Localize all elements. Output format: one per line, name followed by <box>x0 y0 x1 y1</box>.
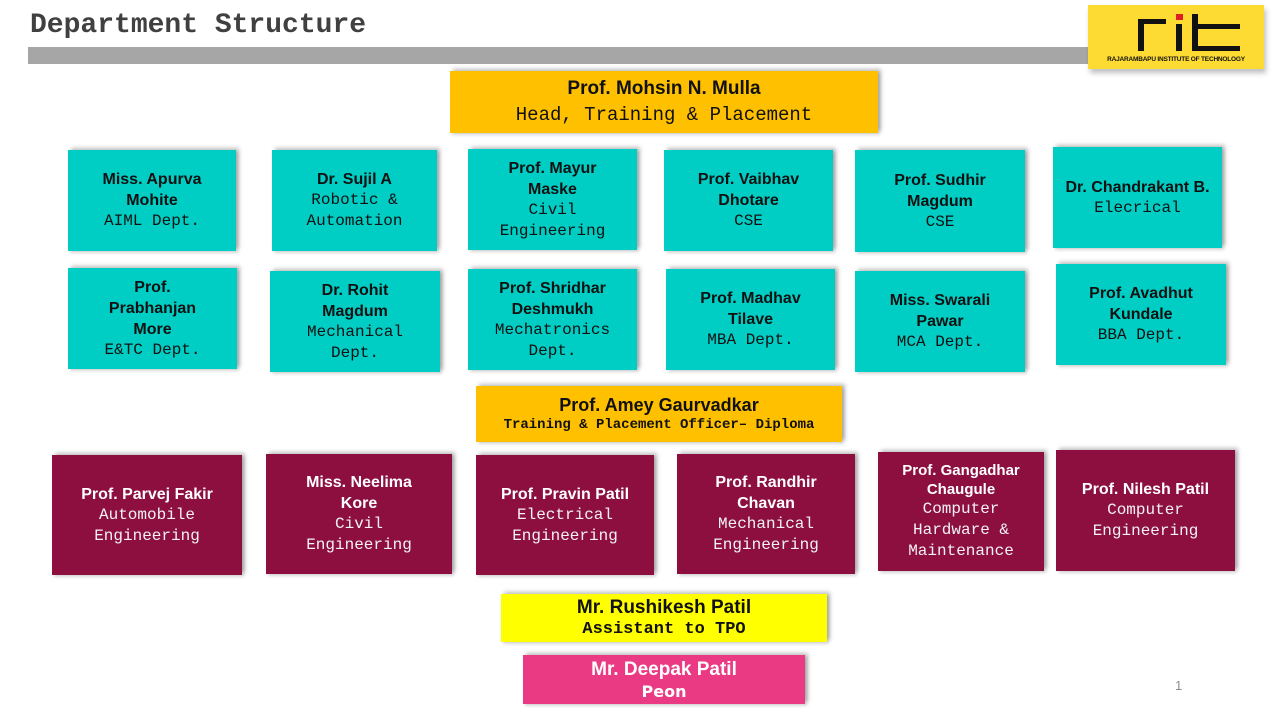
diploma-coordinator-box: Prof. Randhir Chavan Mechanical Engineer… <box>677 454 855 574</box>
coordinator-dept: Mechanical Dept. <box>306 322 403 362</box>
diploma-coordinator-box: Prof. Parvej Fakir Automobile Engineerin… <box>52 455 242 575</box>
assistant-name: Mr. Rushikesh Patil <box>576 597 752 618</box>
diploma-coordinator-dept: Mechanical Engineering <box>713 515 819 554</box>
coordinator-dept: CSE <box>925 212 955 231</box>
head-role: Head, Training & Placement <box>515 104 813 126</box>
peon-box: Mr. Deepak Patil Peon <box>523 655 805 704</box>
coordinator-name: Prof. Mayur Maske <box>508 159 597 198</box>
coordinator-name: Prof. Vaibhav Dhotare <box>697 171 800 209</box>
coordinator-box: Prof. Vaibhav Dhotare CSE <box>664 150 833 251</box>
diploma-coordinator-dept: Computer Engineering <box>1092 501 1199 540</box>
title-underline-bar <box>28 47 1208 64</box>
diploma-officer-box: Prof. Amey Gaurvadkar Training & Placeme… <box>476 386 842 442</box>
coordinator-box: Miss. Apurva Mohite AIML Dept. <box>68 150 236 251</box>
assistant-role: Assistant to TPO <box>582 620 746 639</box>
assistant-box: Mr. Rushikesh Patil Assistant to TPO <box>501 594 827 642</box>
diploma-coordinator-name: Miss. Neelima Kore <box>306 474 412 512</box>
coordinator-dept: Elecrical <box>1094 198 1181 217</box>
peon-role: Peon <box>641 681 687 701</box>
logo-institution-name: RAJARAMBAPU INSTITUTE OF TECHNOLOGY <box>1107 56 1245 63</box>
coordinator-box: Dr. Rohit Magdum Mechanical Dept. <box>270 271 440 372</box>
diploma-officer-role: Training & Placement Officer– Diploma <box>503 417 815 433</box>
coordinator-name: Prof. Sudhir Magdum <box>894 171 986 210</box>
coordinator-box: Dr. Sujil A Robotic & Automation <box>272 150 437 251</box>
coordinator-name: Prof. Madhav Tilave <box>700 290 801 328</box>
page-number: 1 <box>1175 678 1183 693</box>
coordinator-box: Prof. Sudhir Magdum CSE <box>855 150 1025 252</box>
coordinator-dept: Civil Engineering <box>499 200 606 240</box>
diploma-coordinator-box: Miss. Neelima Kore Civil Engineering <box>266 454 452 574</box>
coordinator-box: Prof. Prabhanjan More E&TC Dept. <box>68 268 237 369</box>
coordinator-dept: BBA Dept. <box>1097 326 1185 344</box>
coordinator-name: Dr. Sujil A <box>317 171 392 188</box>
coordinator-box: Miss. Swarali Pawar MCA Dept. <box>855 271 1025 372</box>
coordinator-name: Dr. Chandrakant B. <box>1065 178 1210 196</box>
diploma-coordinator-box: Prof. Nilesh Patil Computer Engineering <box>1056 450 1235 571</box>
coordinator-dept: Mechatronics Dept. <box>494 320 611 360</box>
coordinator-dept: E&TC Dept. <box>104 340 201 359</box>
rit-logo-mark-icon <box>1138 14 1240 51</box>
coordinator-name: Miss. Swarali Pawar <box>889 292 991 330</box>
coordinator-name: Prof. Avadhut Kundale <box>1089 285 1193 323</box>
head-name: Prof. Mohsin N. Mulla <box>567 78 761 99</box>
diploma-coordinator-dept: Electrical Engineering <box>512 505 618 545</box>
peon-name: Mr. Deepak Patil <box>591 658 737 680</box>
coordinator-dept: MCA Dept. <box>896 333 984 351</box>
coordinator-name: Prof. Prabhanjan More <box>108 278 197 338</box>
coordinator-box: Prof. Shridhar Deshmukh Mechatronics Dep… <box>468 269 637 370</box>
diploma-coordinator-box: Prof. Gangadhar Chaugule Computer Hardwa… <box>878 452 1044 571</box>
diploma-coordinator-name: Prof. Nilesh Patil <box>1081 481 1210 498</box>
coordinator-box: Dr. Chandrakant B. Elecrical <box>1053 147 1222 248</box>
coordinator-name: Prof. Shridhar Deshmukh <box>499 279 606 318</box>
diploma-coordinator-name: Prof. Parvej Fakir <box>81 485 213 503</box>
coordinator-box: Prof. Avadhut Kundale BBA Dept. <box>1056 264 1226 365</box>
head-box: Prof. Mohsin N. Mulla Head, Training & P… <box>450 71 878 133</box>
coordinator-dept: AIML Dept. <box>103 212 200 230</box>
diploma-coordinator-dept: Automobile Engineering <box>94 505 200 545</box>
coordinator-box: Prof. Mayur Maske Civil Engineering <box>468 149 637 250</box>
coordinator-dept: Robotic & Automation <box>306 191 403 230</box>
coordinator-name: Dr. Rohit Magdum <box>321 281 389 320</box>
coordinator-dept: MBA Dept. <box>707 331 794 349</box>
diploma-officer-name: Prof. Amey Gaurvadkar <box>559 395 759 415</box>
coordinator-dept: CSE <box>734 212 763 230</box>
diploma-coordinator-dept: Computer Hardware & Maintenance <box>908 500 1014 560</box>
diploma-coordinator-name: Prof. Gangadhar Chaugule <box>902 462 1020 498</box>
coordinator-box: Prof. Madhav Tilave MBA Dept. <box>666 269 835 370</box>
diploma-coordinator-name: Prof. Randhir Chavan <box>715 474 817 512</box>
slide-title: Department Structure <box>30 10 367 41</box>
coordinator-name: Miss. Apurva Mohite <box>102 171 202 209</box>
rit-logo: RAJARAMBAPU INSTITUTE OF TECHNOLOGY <box>1088 5 1264 69</box>
diploma-coordinator-name: Prof. Pravin Patil <box>500 485 630 503</box>
diploma-coordinator-box: Prof. Pravin Patil Electrical Engineerin… <box>476 455 654 575</box>
diploma-coordinator-dept: Civil Engineering <box>306 515 412 554</box>
